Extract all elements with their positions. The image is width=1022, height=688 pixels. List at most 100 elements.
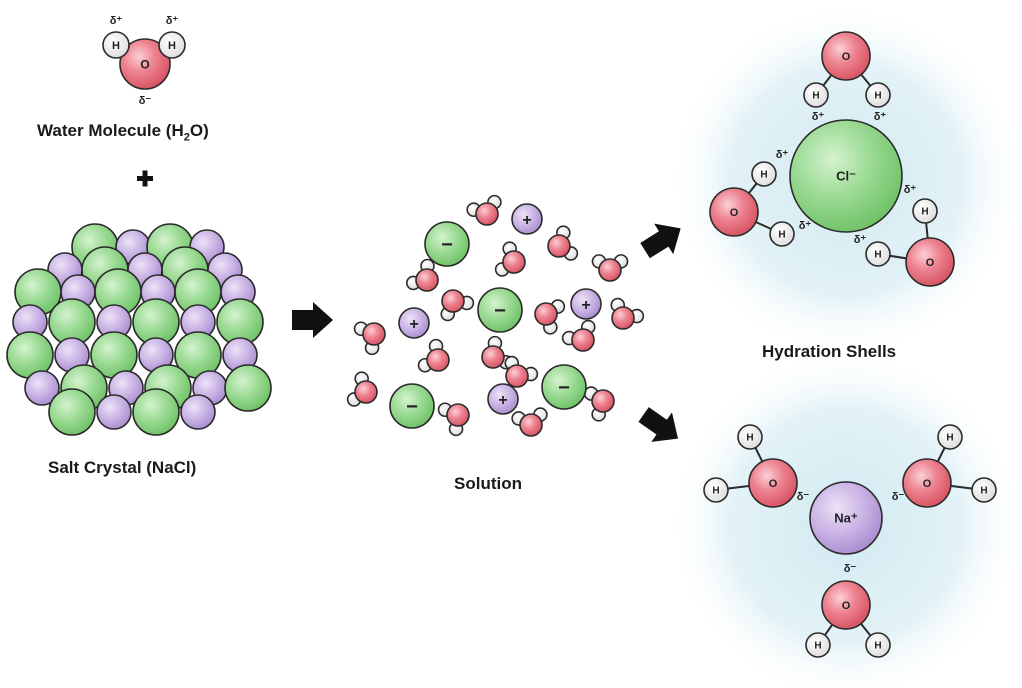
- solution-water-oxygen: [611, 306, 635, 330]
- partial-charge-label: δ⁻: [892, 491, 905, 503]
- shell-hydrogen-atom-symbol: H: [980, 486, 987, 497]
- water-molecule-label: Water Molecule (H2O): [37, 121, 209, 144]
- partial-charge-label: δ⁻: [844, 563, 857, 575]
- solution-water-oxygen: [426, 348, 450, 372]
- partial-charge-label: δ⁺: [110, 15, 123, 27]
- chloride-ion-center-symbol: Cl⁻: [836, 169, 856, 184]
- chloride-ion: [132, 388, 180, 436]
- shell-oxygen-atom: O: [821, 31, 871, 81]
- solution-chloride-ion-symbol: −: [494, 300, 506, 322]
- shell-hydrogen-atom-symbol: H: [946, 433, 953, 444]
- solution-water-oxygen: [481, 345, 505, 369]
- solution-water-oxygen: [519, 413, 543, 437]
- shell-oxygen-atom: O: [821, 580, 871, 630]
- partial-charge-label: δ⁺: [799, 220, 812, 232]
- salt-crystal-lattice: [6, 223, 272, 436]
- shell-hydrogen-atom-symbol: H: [760, 170, 767, 181]
- solution-water-oxygen: [502, 250, 526, 274]
- shell-hydrogen-atom: H: [865, 241, 891, 267]
- solution-chloride-ion-symbol: −: [558, 377, 570, 399]
- solution-sodium-ion: +: [511, 203, 543, 235]
- shell-oxygen-atom: O: [905, 237, 955, 287]
- solution-water-oxygen: [598, 258, 622, 282]
- solution-chloride-ion: −: [541, 364, 587, 410]
- sodium-ion-center: Na⁺: [809, 481, 883, 555]
- solution-sodium-ion-symbol: +: [581, 297, 590, 314]
- atoms-layer: O H H − − − − + + + + Cl⁻ O H H O H H O H H Na⁺ O H H O H H O H H: [102, 31, 997, 658]
- sodium-ion-center-symbol: Na⁺: [834, 511, 858, 526]
- shell-hydrogen-atom: H: [769, 221, 795, 247]
- solution-water-oxygen: [441, 289, 465, 313]
- shell-oxygen-atom-symbol: O: [926, 257, 935, 269]
- water-hydrogen-atom-symbol: H: [112, 40, 120, 52]
- down-right-arrow-icon: [638, 407, 679, 442]
- shell-hydrogen-atom-symbol: H: [812, 91, 819, 102]
- shell-hydrogen-atom-symbol: H: [712, 486, 719, 497]
- solution-water-oxygen: [547, 234, 571, 258]
- shell-hydrogen-atom-symbol: H: [778, 230, 785, 241]
- solution-chloride-ion: −: [477, 287, 523, 333]
- sodium-ion: [96, 394, 132, 430]
- water-hydrogen-atom-symbol: H: [168, 40, 176, 52]
- solution-sodium-ion-symbol: +: [498, 392, 507, 409]
- plus-sign: [137, 170, 153, 187]
- partial-charge-label: δ⁺: [904, 184, 917, 196]
- chloride-ion: [48, 388, 96, 436]
- solution-sodium-ion-symbol: +: [409, 316, 418, 333]
- shell-oxygen-atom-symbol: O: [842, 51, 851, 63]
- shell-oxygen-atom-symbol: O: [730, 207, 739, 219]
- partial-charge-label: δ⁺: [812, 111, 825, 123]
- sodium-ion: [24, 370, 60, 406]
- solution-water-oxygen: [415, 268, 439, 292]
- water-oxygen-atom: O: [119, 38, 171, 90]
- shell-hydrogen-atom: H: [971, 477, 997, 503]
- shell-oxygen-atom-symbol: O: [769, 478, 778, 490]
- shell-hydrogen-atom: H: [912, 198, 938, 224]
- shell-hydrogen-atom: H: [805, 632, 831, 658]
- shell-hydrogen-atom: H: [751, 161, 777, 187]
- water-oxygen-atom-symbol: O: [140, 57, 149, 71]
- up-right-arrow-icon: [640, 223, 681, 259]
- shell-oxygen-atom-symbol: O: [842, 600, 851, 612]
- solution-water-oxygen: [505, 364, 529, 388]
- right-arrow-icon: [292, 302, 333, 338]
- shell-hydrogen-atom: H: [865, 632, 891, 658]
- partial-charge-label: δ⁺: [166, 15, 179, 27]
- shell-hydrogen-atom: H: [737, 424, 763, 450]
- solution-water-oxygen: [571, 328, 595, 352]
- partial-charge-label: δ⁺: [776, 149, 789, 161]
- partial-charge-label: δ⁻: [797, 491, 810, 503]
- partial-charge-label: δ⁺: [874, 111, 887, 123]
- shell-hydrogen-atom-symbol: H: [746, 433, 753, 444]
- shell-hydrogen-atom: H: [937, 424, 963, 450]
- solution-chloride-ion-symbol: −: [406, 396, 418, 418]
- solution-chloride-ion-symbol: −: [441, 234, 453, 256]
- arrows: [137, 170, 681, 442]
- solution-chloride-ion: −: [424, 221, 470, 267]
- partial-charge-label: δ⁻: [139, 95, 152, 107]
- shell-oxygen-atom-symbol: O: [923, 478, 932, 490]
- solution-water-oxygen: [534, 302, 558, 326]
- solution-water-oxygen: [354, 380, 378, 404]
- solution-sodium-ion: +: [398, 307, 430, 339]
- shell-hydrogen-atom-symbol: H: [874, 250, 881, 261]
- shell-oxygen-atom: O: [902, 458, 952, 508]
- solution-sodium-ion: +: [570, 288, 602, 320]
- shell-oxygen-atom: O: [748, 458, 798, 508]
- solution-chloride-ion: −: [389, 383, 435, 429]
- water-hydrogen-atom: H: [158, 31, 186, 59]
- shell-hydrogen-atom-symbol: H: [921, 207, 928, 218]
- solution-water-oxygen: [362, 322, 386, 346]
- solution-sodium-ion: +: [487, 383, 519, 415]
- salt-crystal-label: Salt Crystal (NaCl): [48, 458, 197, 477]
- solution-water-oxygen: [591, 389, 615, 413]
- solution-sodium-ion-symbol: +: [522, 212, 531, 229]
- partial-charges-layer: δ⁺ δ⁺ δ⁻ δ⁺ δ⁺ δ⁺ δ⁺ δ⁺ δ⁺ δ⁻ δ⁻ δ⁻: [110, 15, 917, 575]
- shell-hydrogen-atom: H: [865, 82, 891, 108]
- shell-hydrogen-atom: H: [703, 477, 729, 503]
- partial-charge-label: δ⁺: [854, 234, 867, 246]
- solution-water-oxygen: [446, 403, 470, 427]
- chloride-ion: [224, 364, 272, 412]
- shell-hydrogen-atom-symbol: H: [874, 91, 881, 102]
